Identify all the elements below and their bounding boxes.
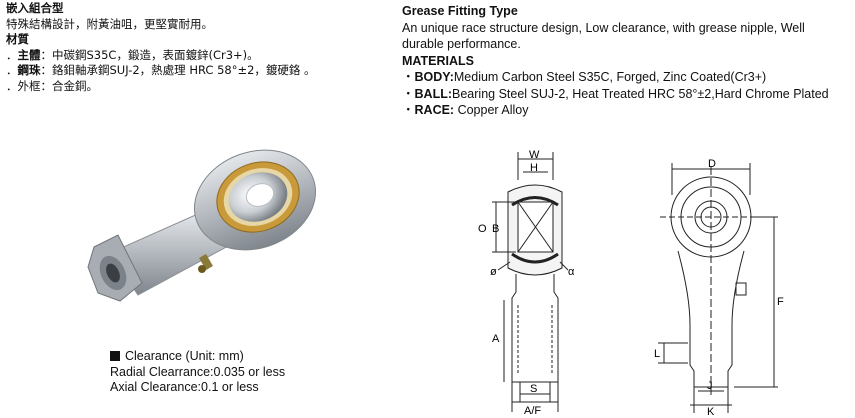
dim-F: F: [777, 296, 784, 308]
en-materials-title: MATERIALS: [402, 53, 474, 68]
dim-H: H: [530, 162, 538, 174]
en-title: Grease Fitting Type: [402, 4, 518, 18]
dim-L: L: [654, 348, 660, 360]
dim-phi: ø: [490, 266, 497, 278]
radial-clearance: Radial Clearrance:0.035 or less: [110, 364, 286, 379]
zh-description: 特殊結構設計，附黃油咀，更堅實耐用。: [6, 16, 213, 31]
zh-material-body: ．主體：中碳鋼S35C，鍛造，表面鍍鋅(Cr3+)。: [6, 47, 259, 62]
dim-B: B: [492, 223, 499, 235]
clearance-heading: Clearance (Unit: mm): [110, 349, 370, 365]
front-view-drawing: D F L J K: [654, 158, 784, 417]
zh-section: 嵌入組合型 特殊結構設計，附黃油咀，更堅實耐用。 材質 ．主體：中碳鋼S35C，…: [6, 1, 386, 94]
section-view-drawing: W H O B ø α A S A/F: [478, 150, 575, 417]
dim-A: A: [492, 333, 500, 345]
en-section: Grease Fitting Type An unique race struc…: [402, 3, 842, 119]
dim-W: W: [529, 150, 540, 161]
en-material-ball: ・BALL:Bearing Steel SUJ-2, Heat Treated …: [402, 86, 829, 101]
zh-materials-title: 材質: [6, 32, 29, 46]
dim-J: J: [707, 380, 713, 392]
dim-AF: A/F: [524, 405, 541, 417]
rod-end-photo: [87, 149, 317, 302]
axial-clearance: Axial Clearance:0.1 or less: [110, 380, 259, 394]
en-description: An unique race structure design, Low cle…: [402, 20, 805, 52]
en-material-race: ・RACE: Copper Alloy: [402, 103, 529, 117]
dim-K: K: [707, 406, 715, 417]
en-material-body: ・BODY:Medium Carbon Steel S35C, Forged, …: [402, 70, 767, 84]
dim-O: O: [478, 223, 487, 235]
zh-material-ball: ．鋼珠：鉻鉬軸承鋼SUJ-2，熱處理 HRC 58°±2，鍍硬鉻 。: [6, 63, 316, 77]
clearance-notes: Clearance (Unit: mm) Radial Clearrance:0…: [110, 349, 370, 396]
zh-title: 嵌入組合型: [6, 1, 64, 15]
dim-D: D: [708, 158, 716, 170]
zh-material-race: ．外框：合金銅。: [6, 78, 98, 93]
dim-S: S: [530, 383, 537, 395]
dim-alpha: α: [568, 266, 575, 278]
